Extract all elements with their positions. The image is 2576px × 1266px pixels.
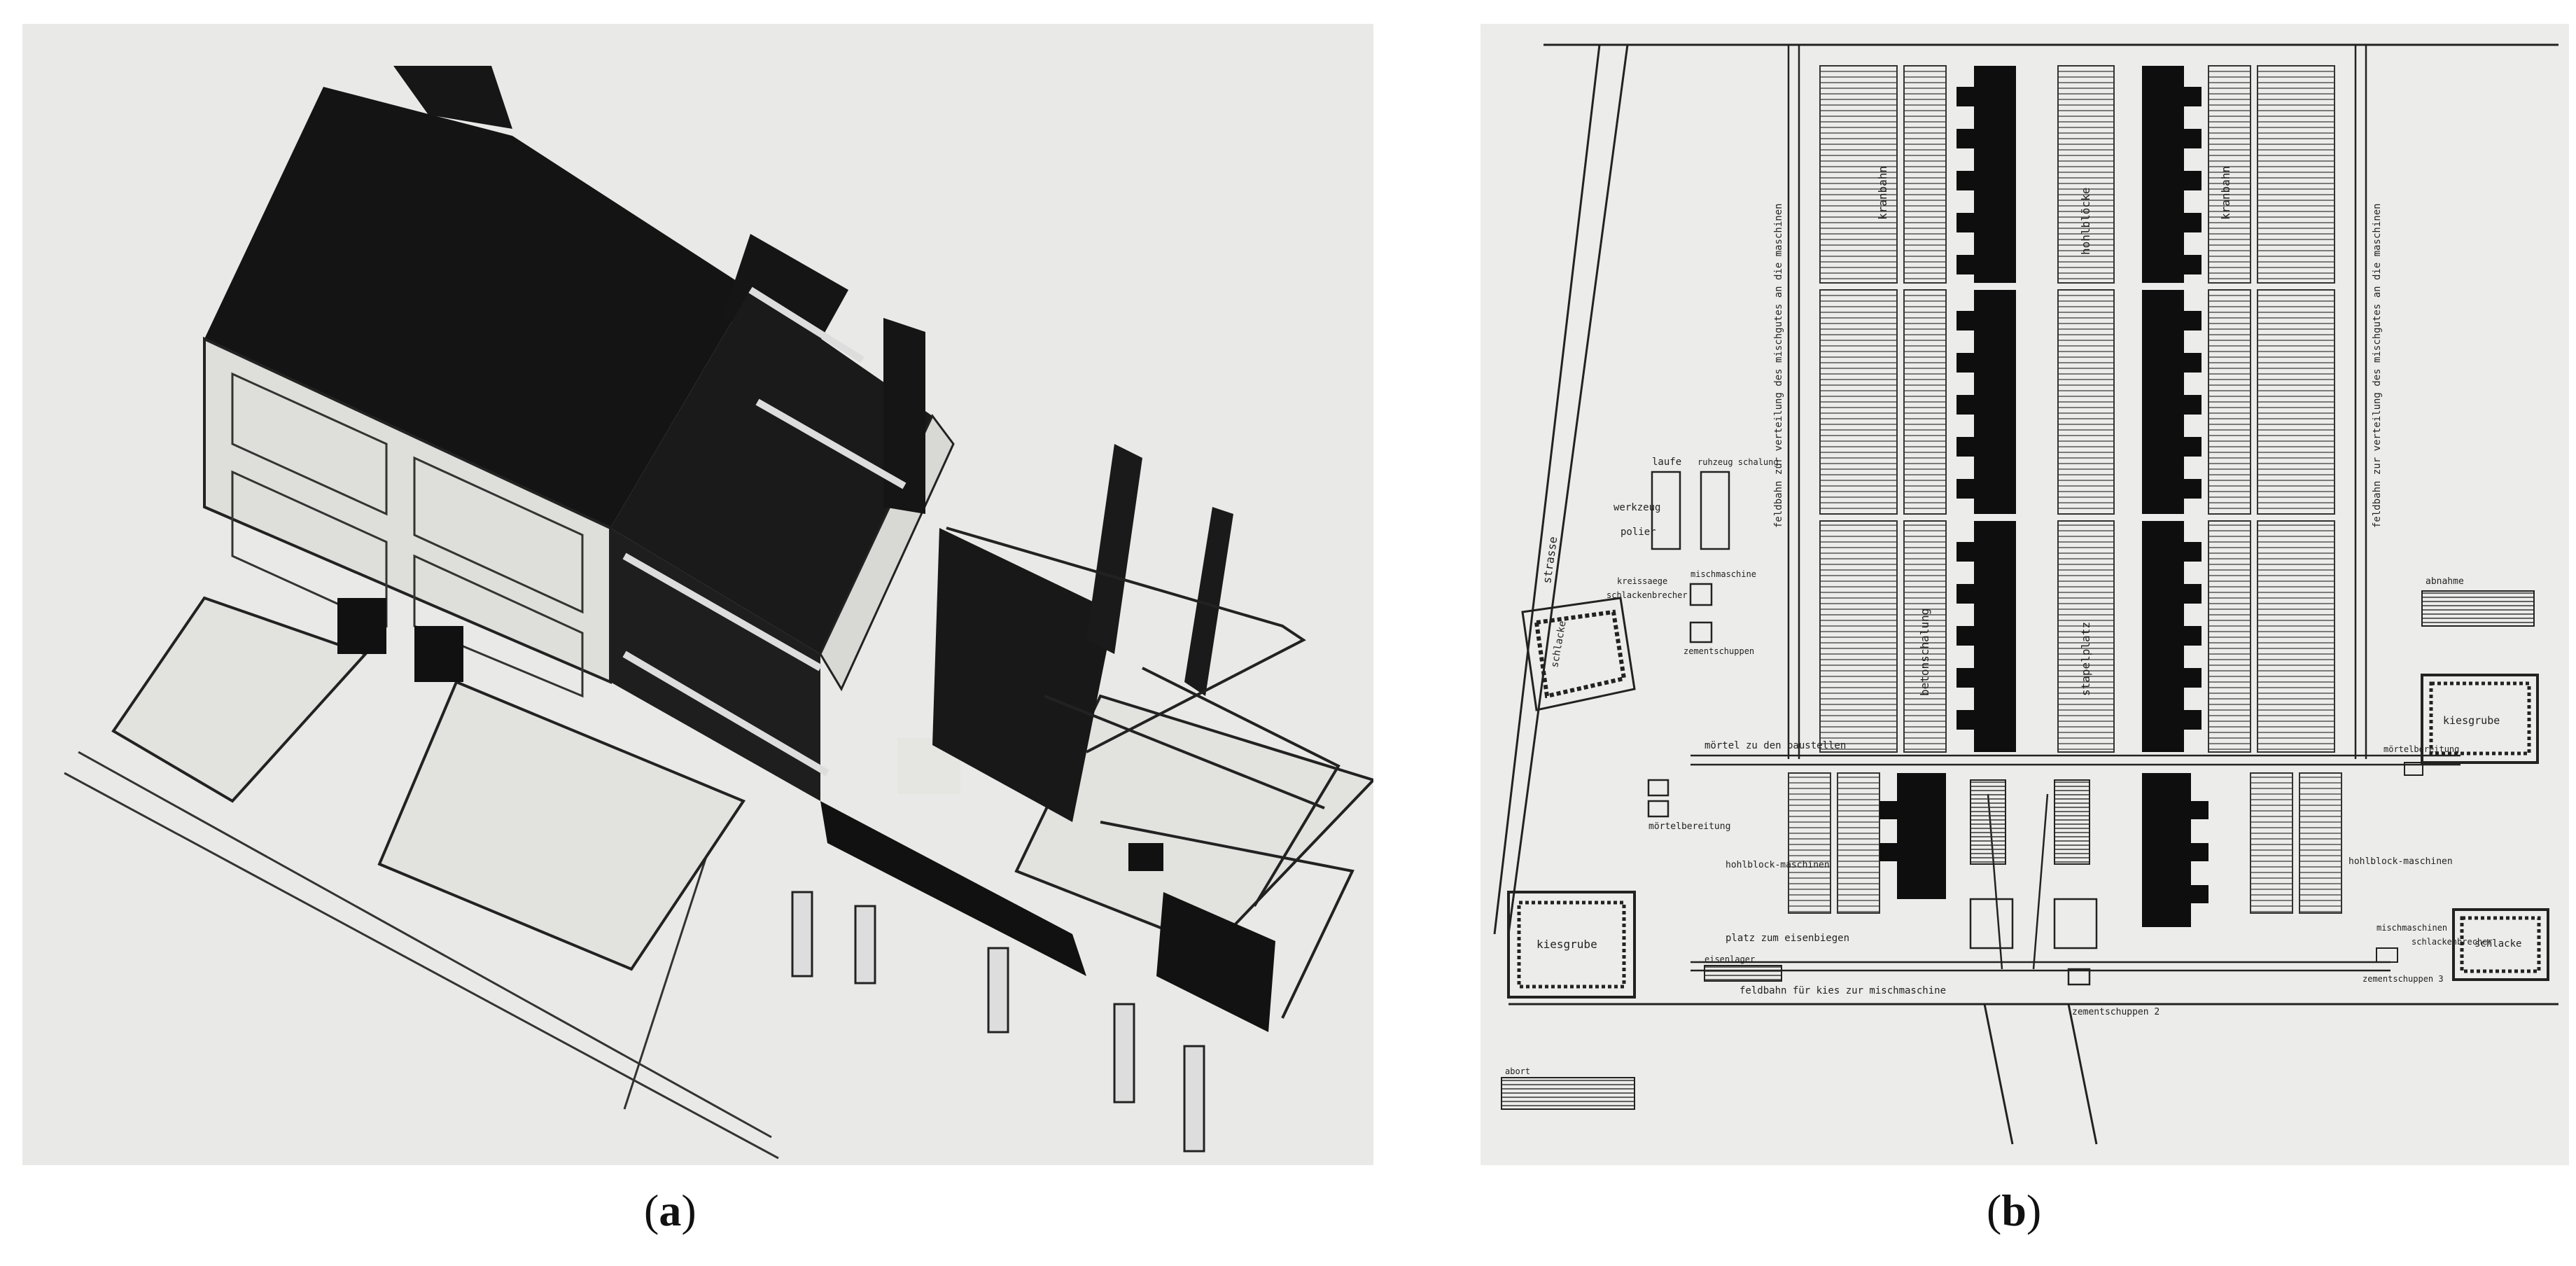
label-moertel-zu: mörtel zu den baustellen: [1704, 740, 1846, 751]
label-kranbahn-2: kranbahn: [2219, 166, 2232, 220]
label-abort: abort: [1505, 1066, 1530, 1076]
label-eisenlager: eisenlager: [1704, 954, 1755, 964]
right-zement-shed: [2376, 947, 2398, 963]
label-hohlblockmaschinen-left: hohlblock-maschinen: [1726, 860, 1830, 870]
stacking-fields: [1788, 65, 2342, 914]
label-kiesgrube-left: kiesgrube: [1536, 938, 1597, 951]
label-feldbahn-bottom: feldbahn für kies zur mischmaschine: [1740, 985, 1946, 996]
label-feldbahn-right: feldbahn zur verteilung des mischgutes a…: [2372, 203, 2383, 528]
kiesgrube-right: [2421, 674, 2539, 764]
label-mischmaschinen-right: mischmaschinen: [2376, 923, 2447, 933]
label-eisenbiegen: platz zum eisenbiegen: [1726, 933, 1849, 944]
middle-block: [610, 234, 960, 801]
label-zementschuppen-3: zementschuppen 3: [2362, 974, 2444, 984]
label-stapelplatz: stapelplatz: [2079, 622, 2092, 696]
site-boundary: [1493, 43, 2558, 1145]
label-betonschalung: betonschalung: [1918, 608, 1931, 696]
abort-block: [1501, 1077, 1635, 1110]
abnahme-block: [2421, 590, 2535, 627]
label-schlackenbrecher-right: schlackenbrecher: [2412, 937, 2493, 947]
label-polier: polier: [1620, 527, 1656, 538]
label-mischmaschine: mischmaschine: [1690, 569, 1756, 579]
site-plan: strasse: [1480, 24, 2569, 1165]
axonometric-drawing: [22, 24, 1373, 1165]
schlacke-pit-left: [1521, 597, 1636, 711]
label-kranbahn: kranbahn: [1876, 166, 1889, 220]
kiesgrube-left: [1507, 891, 1636, 999]
label-ruhzeug: ruhzeug schalung: [1698, 457, 1779, 467]
schlacke-pit-right: [2452, 908, 2549, 981]
right-small-shed: [2404, 762, 2423, 776]
label-zementschuppen: zementschuppen: [1684, 646, 1754, 656]
label-hohlbloecke: hohlblöcke: [2079, 188, 2092, 255]
left-facilities: [1647, 471, 1730, 818]
axonometric-drawing-panel: [22, 24, 1373, 1165]
label-laufe: laufe: [1652, 457, 1681, 468]
caption-b: (b): [1987, 1185, 2042, 1235]
label-feldbahn-left: feldbahn zur verteilung des mischgutes a…: [1773, 203, 1784, 528]
label-moertelbereitung: mörtelbereitung: [1648, 821, 1730, 832]
eisenlager-block: [1704, 965, 1782, 982]
label-moertelbereitung-right: mörtelbereitung: [2384, 744, 2459, 754]
label-kiesgrube-right: kiesgrube: [2443, 714, 2500, 727]
main-block: [203, 66, 750, 698]
ground-lines: [64, 751, 779, 1160]
caption-a: (a): [644, 1185, 696, 1235]
hollow-block-stacks: [1897, 66, 2191, 927]
centre-sheds: [1969, 898, 2098, 986]
label-kreissaege: kreissaege: [1617, 576, 1667, 586]
rails: [1690, 45, 2460, 972]
label-hohlblockmaschinen-right: hohlblock-maschinen: [2348, 856, 2453, 867]
label-zementschuppen-2: zementschuppen 2: [2072, 1007, 2160, 1017]
site-plan-panel: strasse: [1480, 24, 2569, 1165]
comb-teeth: [1879, 87, 2208, 903]
label-werkzeug: werkzeug: [1614, 502, 1660, 513]
centre-machinery: [1970, 779, 2090, 865]
label-schlacke-right: schlacke: [2474, 938, 2521, 950]
right-structure: [791, 444, 1354, 1153]
label-abnahme: abnahme: [2426, 576, 2464, 587]
label-schlackenbrecher: schlackenbrecher: [1606, 590, 1688, 600]
